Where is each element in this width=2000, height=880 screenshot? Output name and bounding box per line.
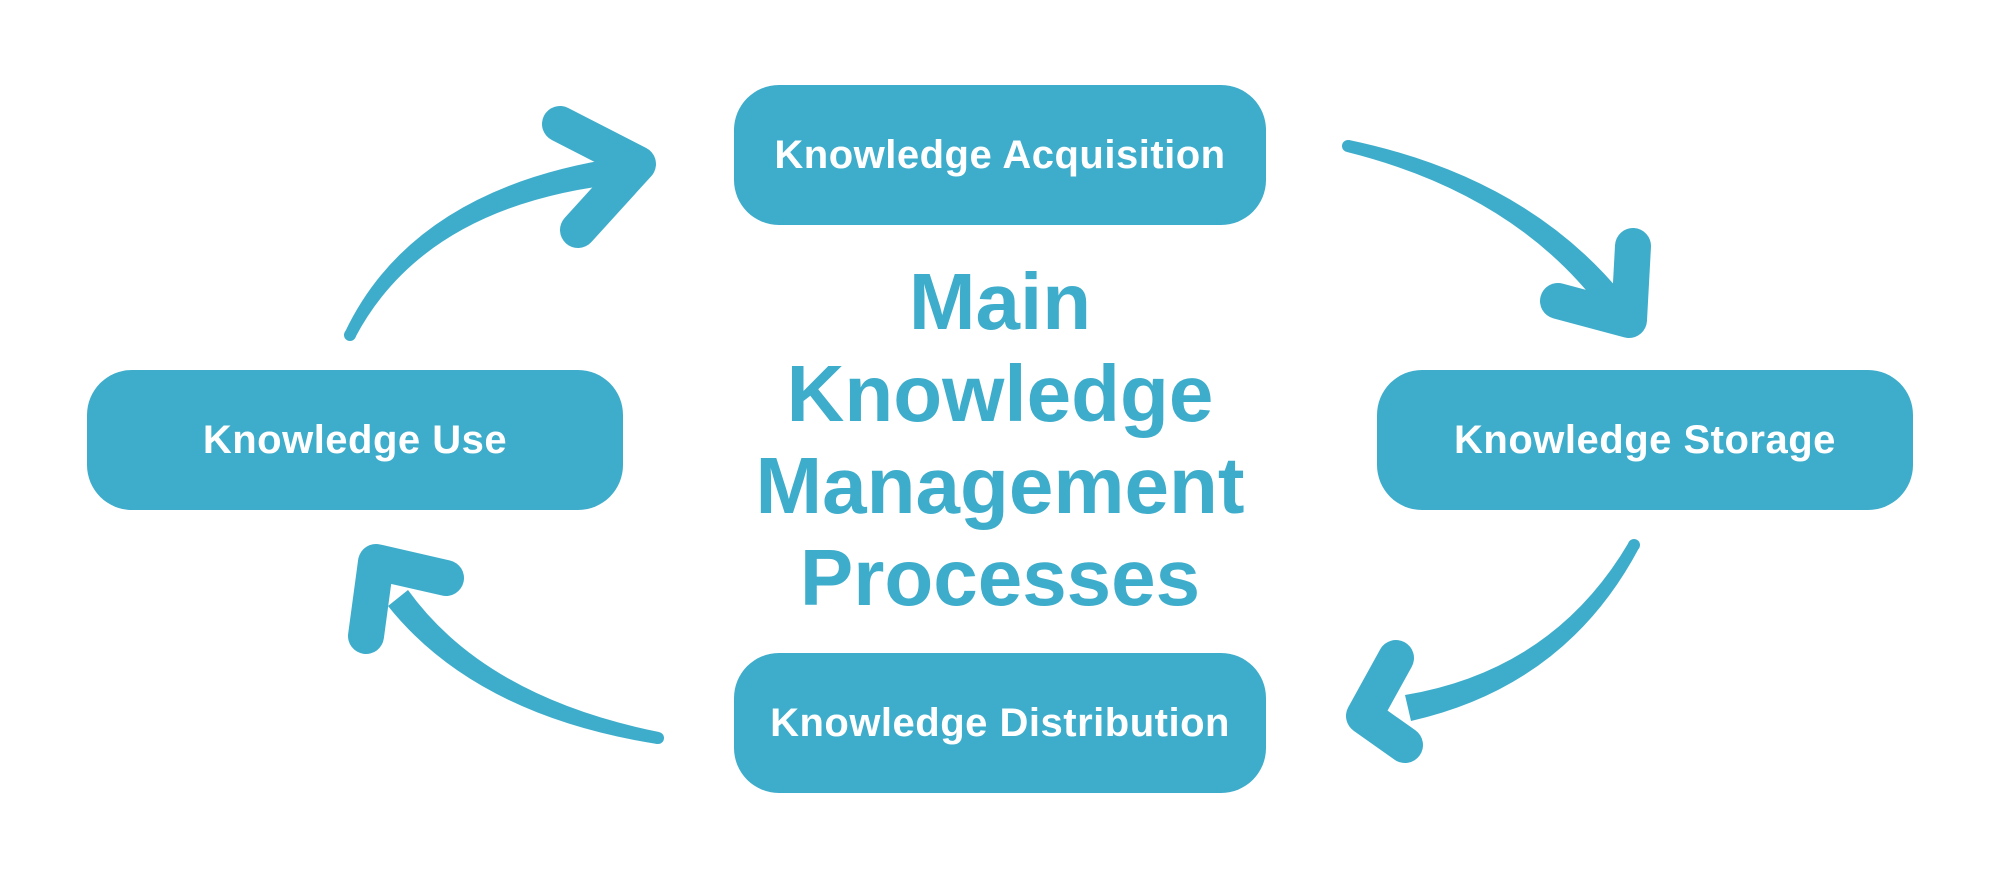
node-knowledge-acquisition-label: Knowledge Acquisition xyxy=(774,132,1226,177)
node-knowledge-distribution: Knowledge Distribution xyxy=(734,653,1266,793)
node-knowledge-use: Knowledge Use xyxy=(87,370,623,510)
node-knowledge-storage-label: Knowledge Storage xyxy=(1454,417,1836,462)
arrow-storage-to-distribution-icon xyxy=(1346,539,1640,763)
node-knowledge-storage: Knowledge Storage xyxy=(1377,370,1913,510)
arrow-distribution-to-use-icon xyxy=(348,544,664,744)
arrow-acquisition-to-storage-icon xyxy=(1342,140,1651,338)
node-knowledge-distribution-label: Knowledge Distribution xyxy=(770,700,1230,745)
node-knowledge-acquisition: Knowledge Acquisition xyxy=(734,85,1266,225)
arrow-use-to-acquisition-icon xyxy=(344,106,656,341)
node-knowledge-use-label: Knowledge Use xyxy=(202,417,508,462)
diagram-title: Main Knowledge Management Processes xyxy=(755,257,1245,622)
